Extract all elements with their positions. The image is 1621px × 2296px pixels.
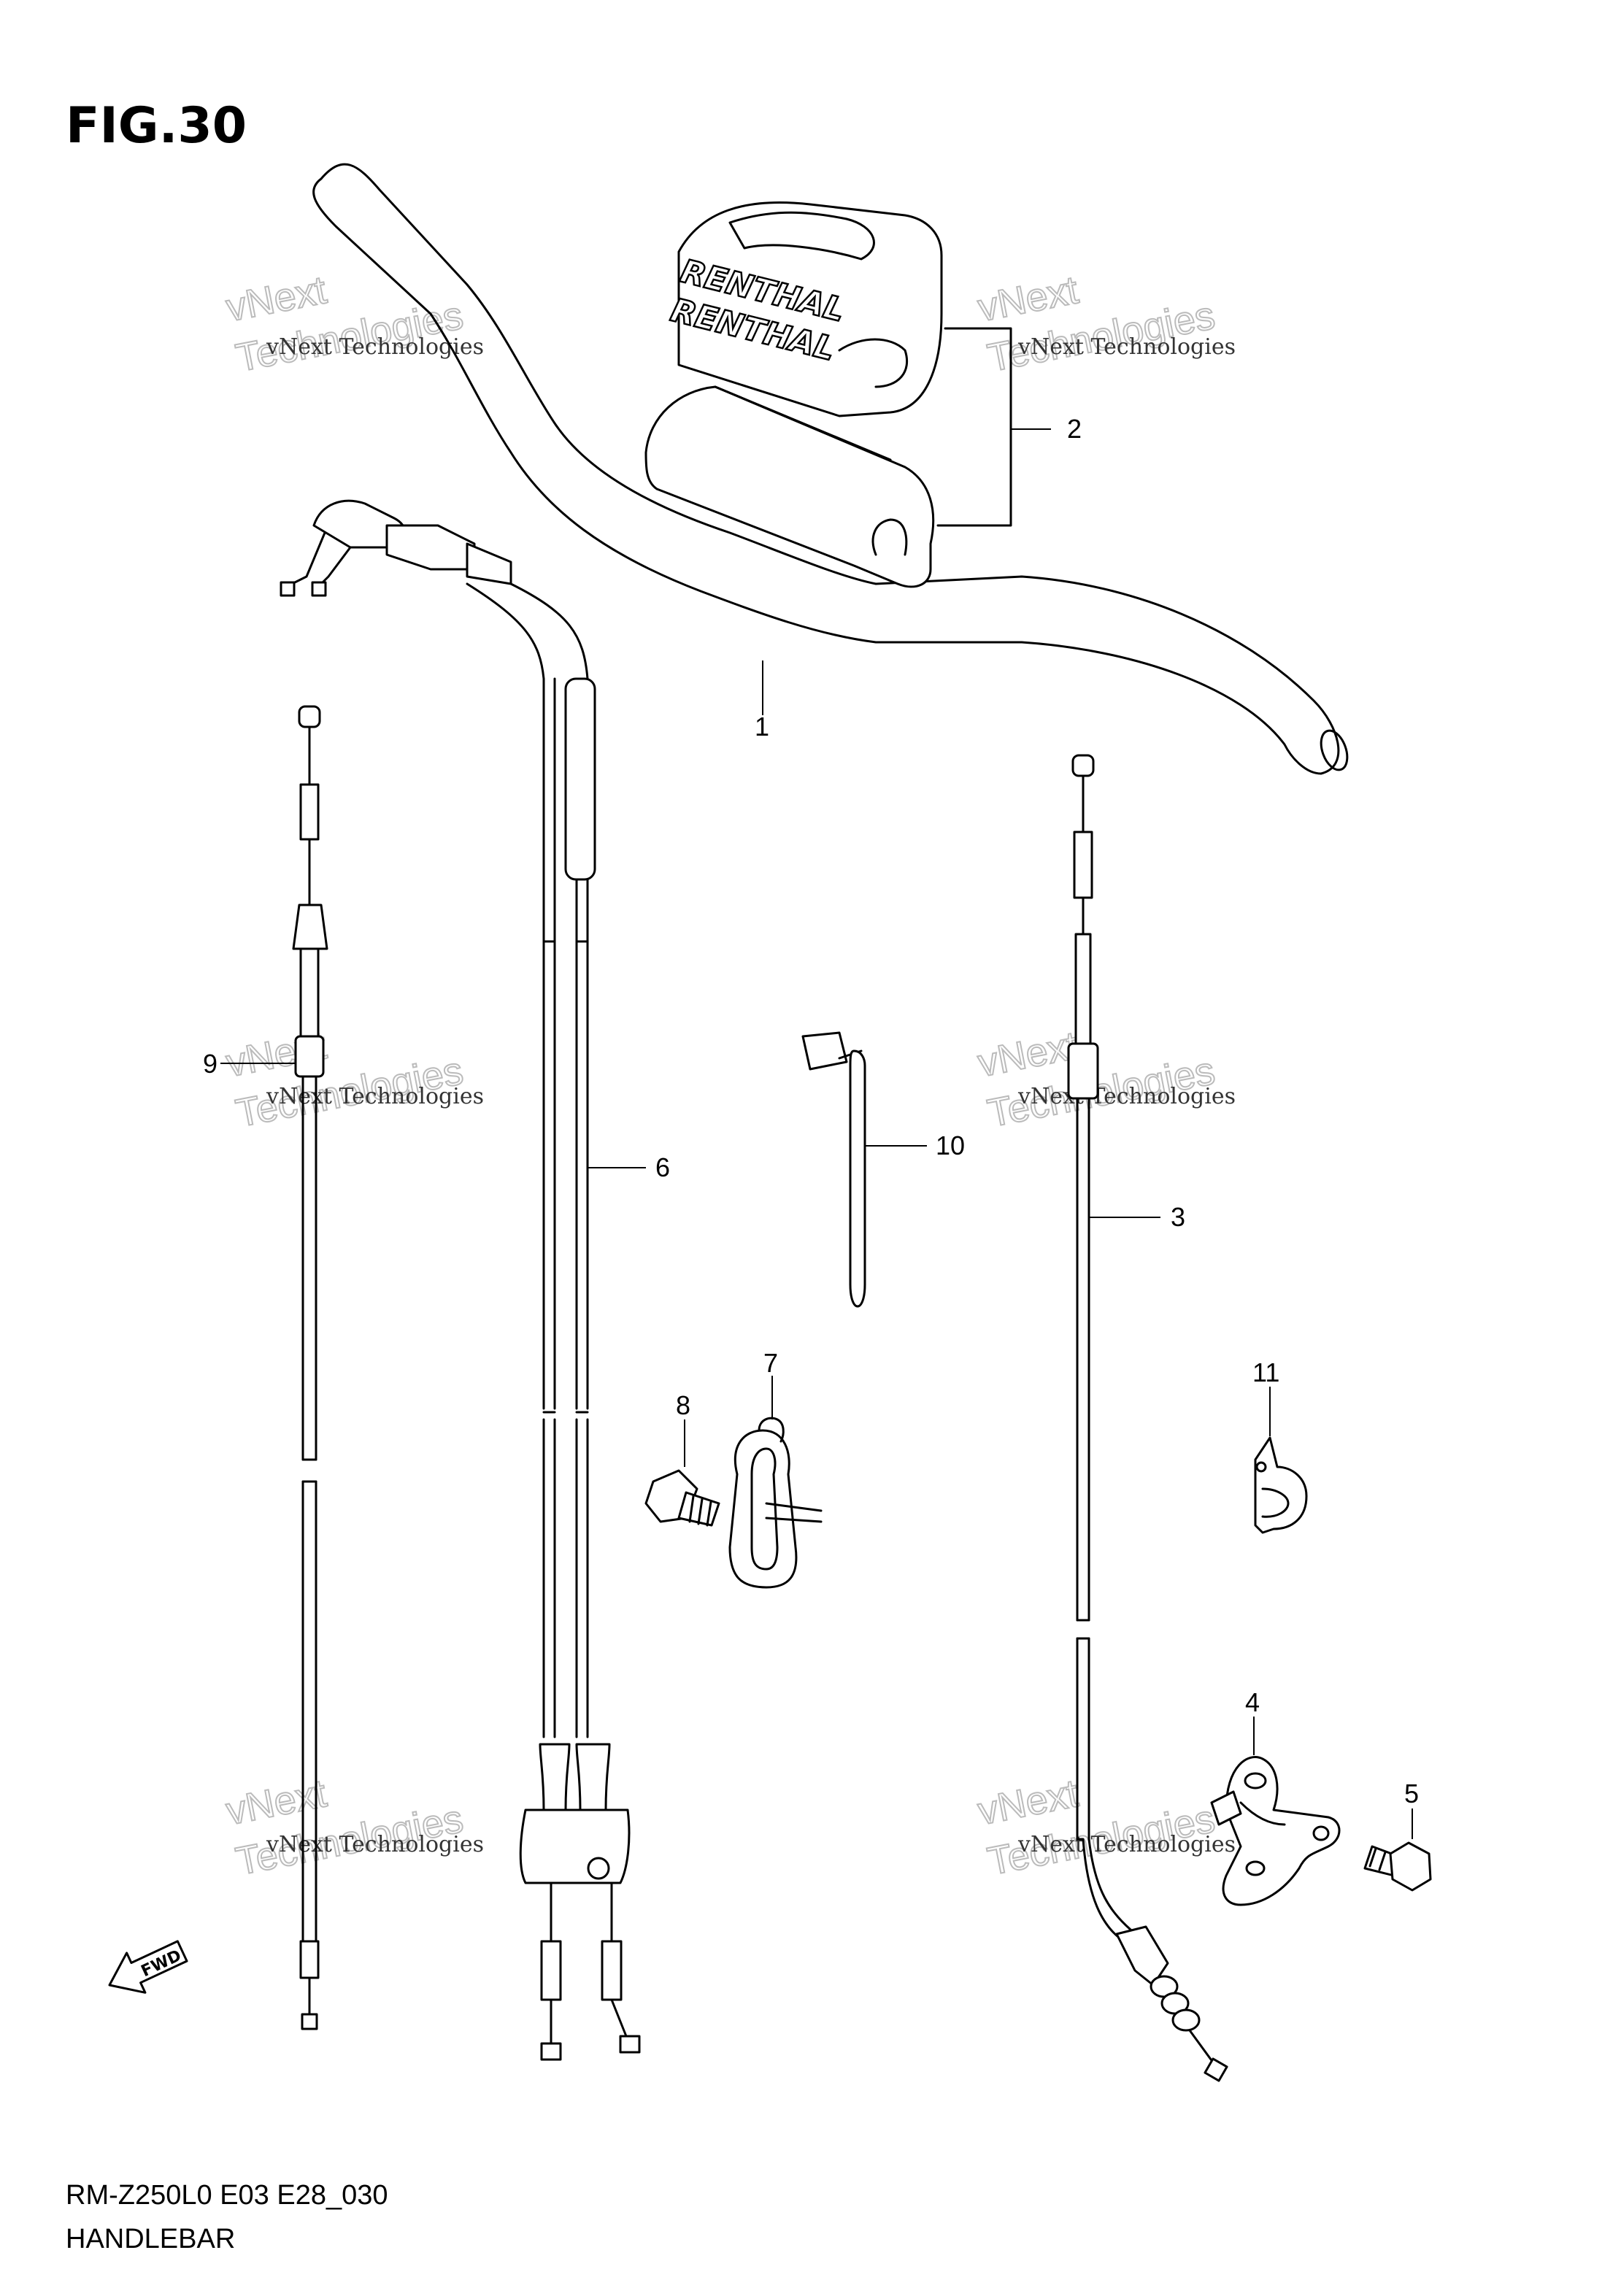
watermark-text: vNext Technologies — [1017, 1084, 1236, 1109]
cable-fitting — [1073, 831, 1093, 899]
model-code: RM-Z250L0 E03 E28_030 — [66, 2180, 388, 2211]
watermark-text: vNext Technologies — [266, 1084, 484, 1109]
figure-title: FIG.30 — [66, 97, 247, 155]
watermark-text: vNext Technologies — [266, 334, 484, 360]
figure-caption: HANDLEBAR — [66, 2224, 235, 2254]
cable-end — [619, 2035, 641, 2054]
callout-4: 4 — [1245, 1687, 1260, 1717]
fwd-arrow-icon: FWD — [108, 1940, 188, 1994]
cable-nut — [294, 1035, 325, 1078]
cable-adjuster — [601, 1940, 623, 2001]
callout-2: 2 — [1067, 414, 1082, 444]
cable-end — [540, 2042, 562, 2061]
part-5-bolt — [1363, 1841, 1432, 1892]
watermark-bottom-right: vNext Technologies — [974, 1771, 1219, 1884]
cable-nut — [1067, 1042, 1099, 1100]
callout-10: 10 — [936, 1130, 965, 1160]
cable-adjuster — [299, 947, 320, 1038]
part-2-handlebar-pad: RENTHAL RENTHAL — [644, 201, 943, 588]
callout-labels: 1 2 3 4 5 6 7 8 9 10 11 — [203, 414, 1419, 1808]
cable-adjuster — [1074, 933, 1092, 1045]
cable-end — [1204, 2057, 1228, 2082]
callout-6: 6 — [655, 1152, 670, 1182]
cable-adjuster — [540, 1940, 562, 2001]
cable-end — [311, 581, 327, 597]
clutch-cable-adjuster-rings — [1150, 1975, 1201, 2032]
cable-end — [298, 705, 321, 728]
cable-fitting — [299, 783, 320, 841]
part-11-clamp — [1254, 1436, 1308, 1534]
watermark-bottom-left: vNext Technologies — [222, 1771, 467, 1884]
part-6-throttle-cable — [280, 499, 641, 2061]
callout-11: 11 — [1252, 1357, 1279, 1387]
part-4-lever-holder — [1210, 1756, 1341, 1906]
cable-fitting — [299, 1940, 320, 1979]
callout-1: 1 — [755, 712, 769, 741]
part-2-bracket — [936, 327, 1012, 527]
part-9-hot-start-cable — [292, 705, 328, 2030]
part-3-clutch-cable — [1067, 754, 1228, 2082]
cable-end — [280, 581, 296, 597]
watermark-mid-left: vNext Technologies — [222, 1022, 467, 1136]
watermark-text: vNext Technologies — [1017, 1832, 1236, 1857]
watermark-text: vNext Technologies — [1017, 334, 1236, 360]
part-7-cable-guide — [728, 1417, 823, 1589]
callout-8: 8 — [676, 1390, 690, 1420]
pad-logo-shape — [728, 211, 875, 261]
cable-end — [301, 2013, 318, 2030]
callout-7: 7 — [763, 1348, 778, 1378]
callout-5: 5 — [1404, 1779, 1419, 1808]
part-1-handlebar — [312, 163, 1349, 775]
part-8-bolt — [644, 1469, 720, 1527]
callout-9: 9 — [203, 1049, 217, 1079]
cable-end — [1071, 754, 1095, 777]
cable-sleeve — [564, 677, 596, 881]
callout-3: 3 — [1171, 1202, 1185, 1232]
part-10-cable-tie — [801, 1031, 866, 1308]
watermark-text: vNext Technologies — [266, 1832, 484, 1857]
